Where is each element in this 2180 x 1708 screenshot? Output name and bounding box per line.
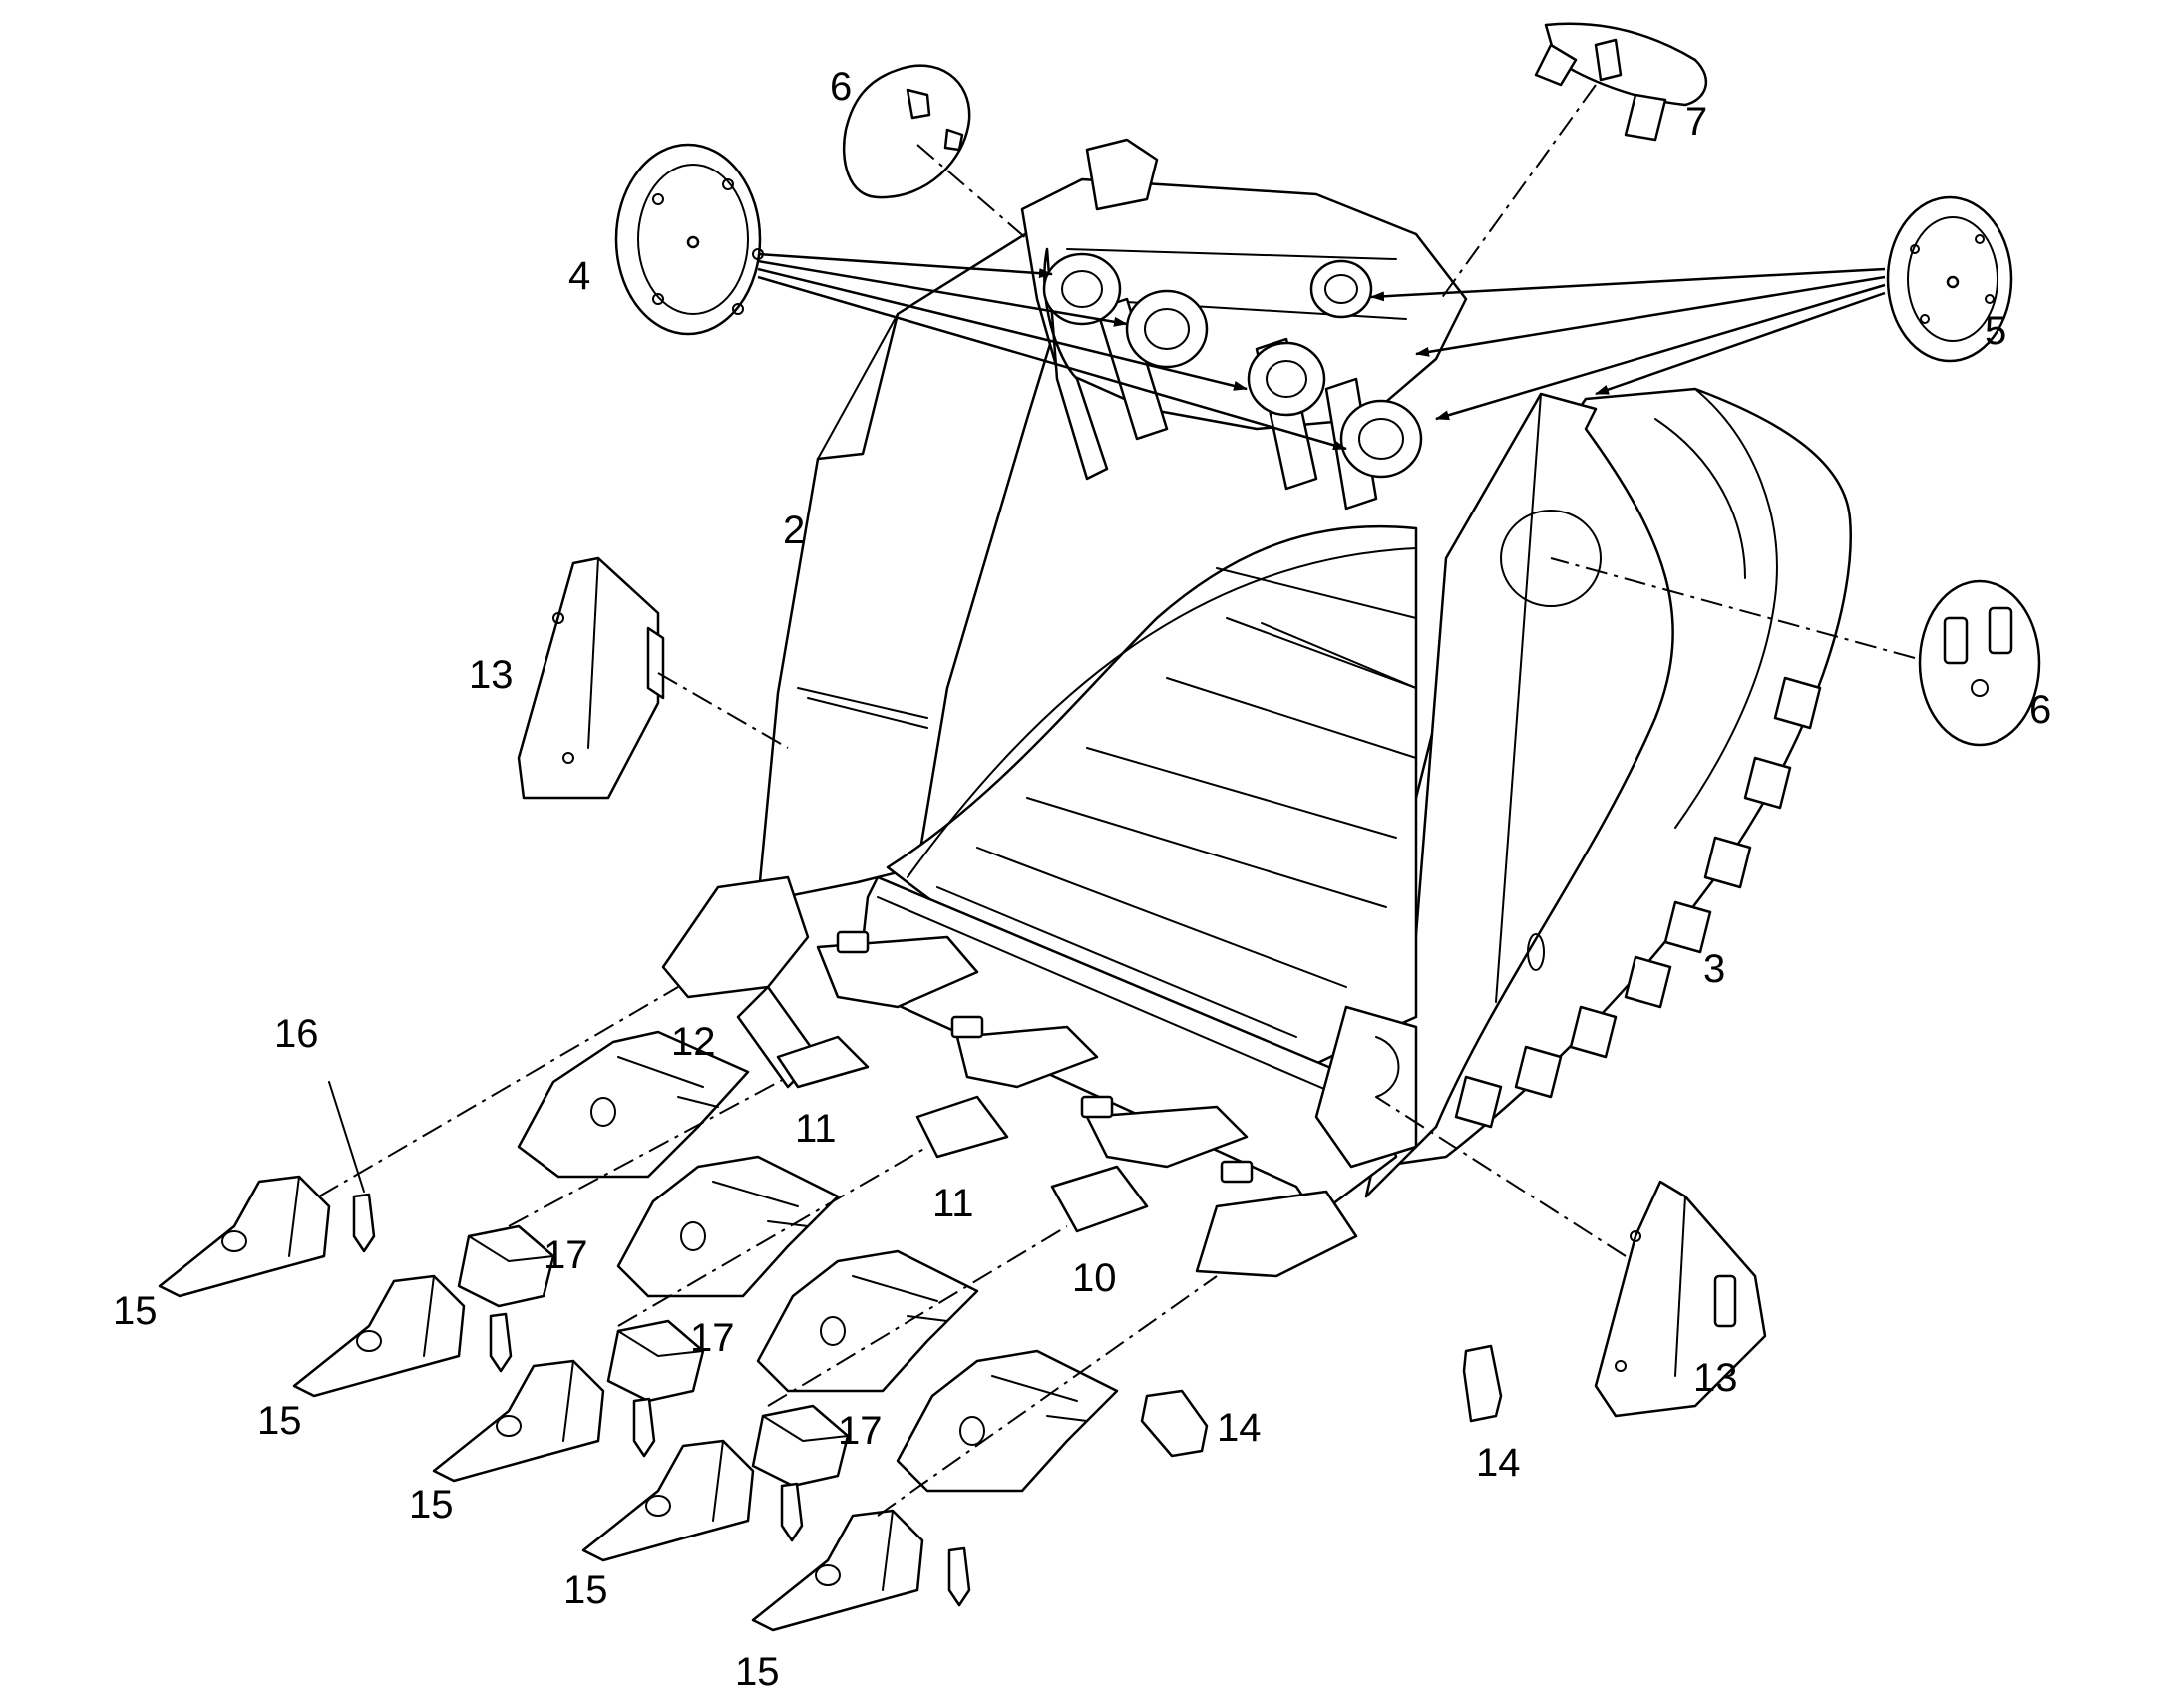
pins-16 <box>352 1193 971 1607</box>
callout-4: 4 <box>568 254 590 298</box>
callout-6-top: 6 <box>830 65 852 109</box>
callout-7: 7 <box>1685 100 1707 144</box>
lip-adapters <box>661 875 1358 1278</box>
cap-6-top <box>842 64 971 199</box>
callout-16: 16 <box>274 1012 319 1056</box>
tooth-15-e <box>751 1509 924 1632</box>
cover-plate-4 <box>614 143 764 336</box>
lock-14-b <box>1462 1344 1503 1423</box>
tooth-15-c <box>432 1359 605 1483</box>
callout-15-b: 15 <box>257 1399 302 1443</box>
callout-5: 5 <box>1985 309 2006 353</box>
callout-15-d: 15 <box>563 1568 608 1612</box>
callout-6-right: 6 <box>2029 688 2051 732</box>
callout-13-left: 13 <box>469 653 514 697</box>
callout-17-b: 17 <box>690 1316 735 1360</box>
callout-14-b: 14 <box>1476 1441 1521 1485</box>
callout-15-c: 15 <box>409 1483 454 1527</box>
callout-10: 10 <box>1072 1256 1117 1300</box>
wear-cap-12 <box>517 1030 750 1179</box>
wedge-17-c <box>751 1404 850 1488</box>
tooth-15-d <box>581 1439 755 1562</box>
wedge-17-b <box>606 1319 705 1403</box>
callout-11-a: 11 <box>795 1107 837 1151</box>
callout-11-b: 11 <box>932 1182 974 1225</box>
cap-6-right <box>1918 579 2041 747</box>
callout-3: 3 <box>1703 947 1725 991</box>
callout-12: 12 <box>671 1020 716 1064</box>
callout-labels: 2 3 4 5 6 6 7 10 11 11 12 13 13 14 14 15… <box>113 65 2051 1694</box>
wear-cap-11-a <box>616 1155 840 1298</box>
bucket-body <box>756 138 1852 1218</box>
callout-15-e: 15 <box>735 1650 780 1694</box>
callout-17-c: 17 <box>838 1409 883 1453</box>
wear-cap-11-b <box>756 1249 979 1393</box>
callout-13-right: 13 <box>1693 1356 1738 1400</box>
wedge-17-a <box>457 1224 555 1308</box>
callout-17-a: 17 <box>544 1233 588 1277</box>
cover-plate-5 <box>1886 195 2013 363</box>
callout-2: 2 <box>783 509 805 552</box>
wear-cap-10 <box>896 1349 1119 1493</box>
tooth-15-b <box>292 1274 466 1398</box>
tooth-15-a <box>158 1175 331 1298</box>
clip-7 <box>1534 22 1707 142</box>
side-shroud-13-right <box>1594 1180 1767 1418</box>
side-shroud-13-left <box>517 556 665 800</box>
callout-14-a: 14 <box>1217 1406 1262 1450</box>
leader-lines <box>318 84 1916 1517</box>
lock-14-a <box>1140 1389 1209 1458</box>
callout-15-a: 15 <box>113 1289 158 1333</box>
